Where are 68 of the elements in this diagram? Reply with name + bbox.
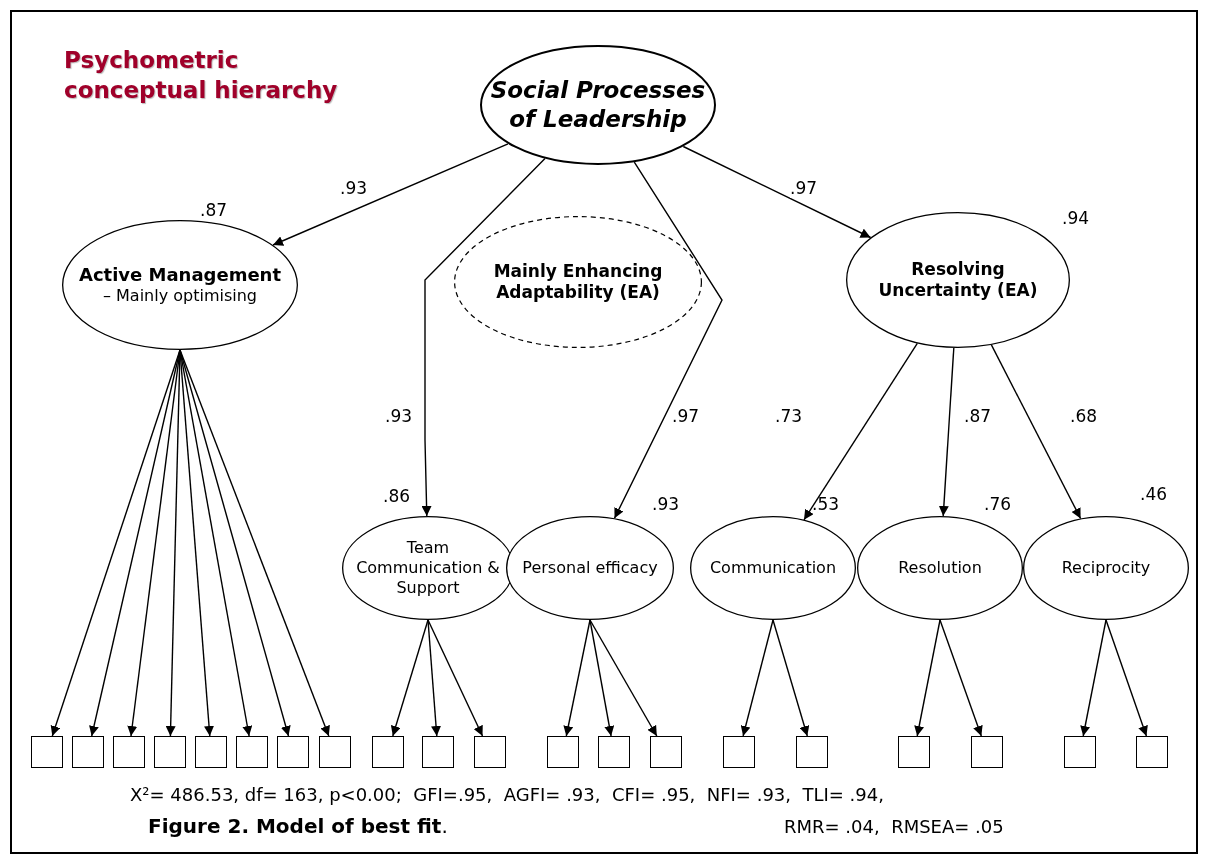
latent-variable-ellipse xyxy=(506,516,674,620)
latent-variable-ellipse xyxy=(454,216,702,348)
observed-variable-box xyxy=(31,736,63,768)
arrow xyxy=(1105,619,1148,737)
node-label: Reciprocity xyxy=(1061,558,1151,578)
observed-variable-box xyxy=(898,736,930,768)
arrow xyxy=(589,619,658,737)
observed-variable-box xyxy=(72,736,104,768)
observed-variable-box xyxy=(971,736,1003,768)
node-label: Personal efficacy xyxy=(522,558,658,578)
diagram-title: Psychometric conceptual hierarchy xyxy=(64,46,339,105)
figure-caption: Figure 2. Model of best fit. xyxy=(148,814,448,838)
observed-variable-box xyxy=(650,736,682,768)
arrow xyxy=(939,619,983,737)
variance-value: .53 xyxy=(812,494,840,514)
arrow xyxy=(427,619,484,737)
node-label: Team Communication & Support xyxy=(355,538,501,598)
observed-variable-box xyxy=(796,736,828,768)
latent-variable-ellipse xyxy=(690,516,856,620)
node-subtitle: – Mainly optimising xyxy=(102,286,258,307)
arrow xyxy=(1080,619,1107,737)
variance-value: .93 xyxy=(652,494,680,514)
observed-variable-box xyxy=(236,736,268,768)
latent-variable-ellipse xyxy=(1023,516,1189,620)
observed-variable-box xyxy=(154,736,186,768)
variance-value: .87 xyxy=(200,200,228,220)
observed-variable-box xyxy=(1136,736,1168,768)
arrow xyxy=(563,619,591,737)
latent-variable-ellipse xyxy=(62,220,298,350)
node-label: Communication xyxy=(709,558,837,578)
observed-variable-box xyxy=(319,736,351,768)
latent-variable-ellipse xyxy=(480,45,716,165)
observed-variable-box xyxy=(723,736,755,768)
variance-value: .76 xyxy=(984,494,1012,514)
node-label: Active Management xyxy=(78,263,282,287)
arrow xyxy=(914,619,941,737)
observed-variable-box xyxy=(547,736,579,768)
arrow xyxy=(613,161,723,519)
node-label: Resolution xyxy=(898,558,982,578)
observed-variable-box xyxy=(195,736,227,768)
node-label: Social Processes of Leadership xyxy=(489,76,707,134)
latent-variable-ellipse xyxy=(857,516,1023,620)
node-label: Resolving Uncertainty (EA) xyxy=(877,258,1039,302)
arrow xyxy=(772,619,810,737)
observed-variable-box xyxy=(372,736,404,768)
variance-value: .94 xyxy=(1062,208,1090,228)
variance-value: .86 xyxy=(383,486,411,506)
arrow xyxy=(682,145,872,239)
fit-statistics: X²= 486.53, df= 163, p<0.00; GFI=.95, AGFI= .93, CFI= .95, NFI= .93, TLI= .94, xyxy=(130,784,884,805)
observed-variable-box xyxy=(113,736,145,768)
arrow xyxy=(990,344,1082,520)
arrow xyxy=(740,619,774,737)
arrow xyxy=(589,619,615,737)
arrow xyxy=(938,347,955,517)
arrow xyxy=(421,157,546,517)
arrow xyxy=(803,342,918,521)
arrow xyxy=(427,619,442,737)
observed-variable-box xyxy=(422,736,454,768)
observed-variable-box xyxy=(1064,736,1096,768)
arrow xyxy=(272,143,509,246)
path-coefficient: .97 xyxy=(790,178,818,198)
arrow xyxy=(50,349,181,737)
observed-variable-box xyxy=(598,736,630,768)
observed-variable-box xyxy=(277,736,309,768)
observed-variable-box xyxy=(474,736,506,768)
variance-value: .46 xyxy=(1140,484,1168,504)
fit-statistics: RMR= .04, RMSEA= .05 xyxy=(784,816,1004,837)
arrow xyxy=(179,349,330,737)
